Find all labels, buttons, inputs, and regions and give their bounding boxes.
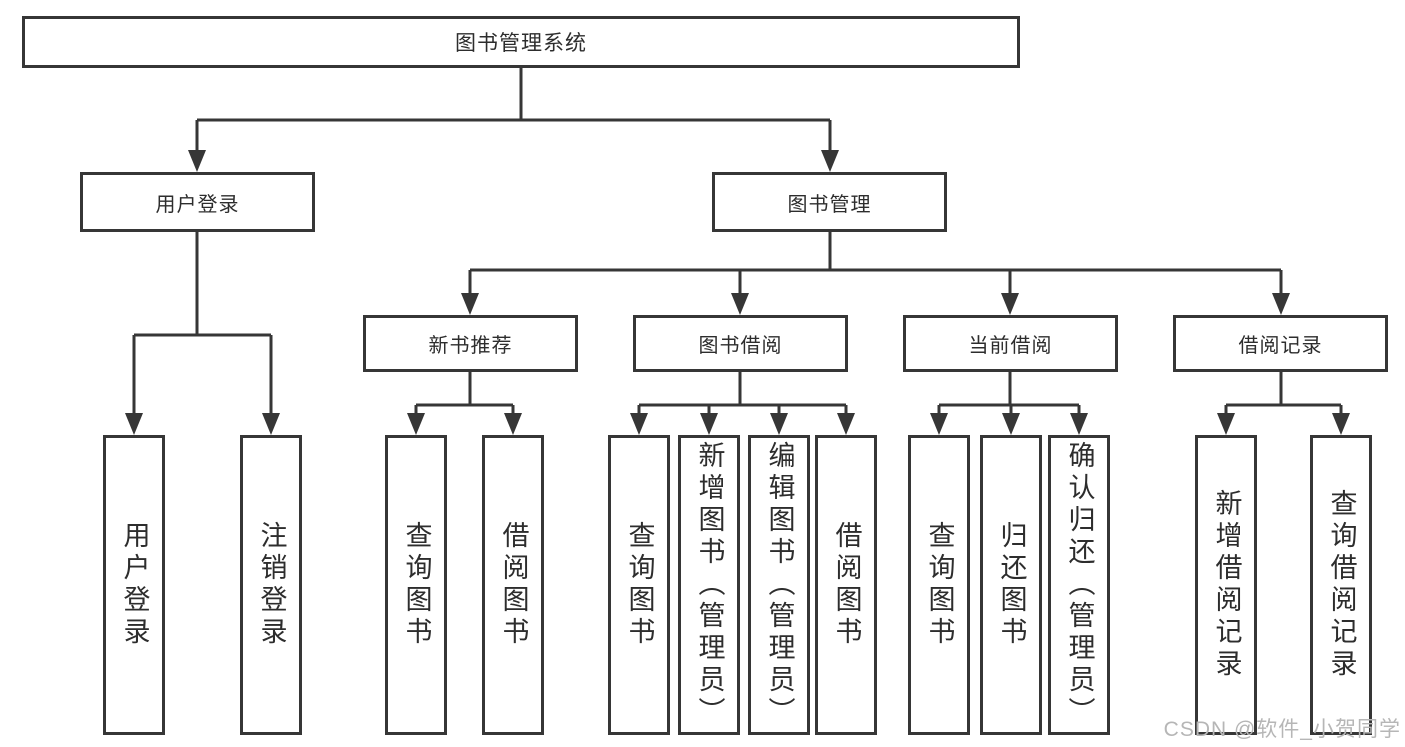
arrowheads — [125, 150, 1350, 435]
node-library-management-system: 图书管理系统 — [22, 16, 1020, 68]
leaf-label: 用户登录 — [119, 521, 150, 649]
leaf-return-books: 归还图书 — [980, 435, 1042, 735]
leaf-label: 归还图书 — [996, 521, 1027, 649]
leaf-add-books-admin: 新增图书（管理员） — [678, 435, 740, 735]
csdn-watermark: CSDN @软件_小贺同学 — [1163, 718, 1401, 741]
leaf-label: 借阅图书 — [831, 521, 862, 649]
node-book-management: 图书管理 — [712, 172, 947, 232]
leaf-borrow-books: 借阅图书 — [815, 435, 877, 735]
leaf-edit-books-admin: 编辑图书（管理员） — [748, 435, 810, 735]
leaf-query-books-current: 查询图书 — [908, 435, 970, 735]
node-borrowing-records: 借阅记录 — [1173, 315, 1388, 372]
leaf-confirm-return-admin: 确认归还（管理员） — [1048, 435, 1110, 735]
node-user-login: 用户登录 — [80, 172, 315, 232]
leaf-label: 借阅图书 — [498, 521, 529, 649]
leaf-user-login: 用户登录 — [103, 435, 165, 735]
node-new-book-recommendation: 新书推荐 — [363, 315, 578, 372]
leaf-borrow-books-recommend: 借阅图书 — [482, 435, 544, 735]
leaf-label: 查询图书 — [924, 521, 955, 649]
leaf-query-books-borrow: 查询图书 — [608, 435, 670, 735]
leaf-label: 新增借阅记录 — [1211, 489, 1242, 681]
leaf-label: 新增图书（管理员） — [694, 441, 725, 729]
leaf-label: 查询图书 — [401, 521, 432, 649]
leaf-query-borrow-record: 查询借阅记录 — [1310, 435, 1372, 735]
leaf-label: 查询借阅记录 — [1326, 489, 1357, 681]
leaf-label: 注销登录 — [256, 521, 287, 649]
node-book-borrowing: 图书借阅 — [633, 315, 848, 372]
leaf-label: 查询图书 — [624, 521, 655, 649]
leaf-query-books-recommend: 查询图书 — [385, 435, 447, 735]
leaf-logout: 注销登录 — [240, 435, 302, 735]
node-current-borrowing: 当前借阅 — [903, 315, 1118, 372]
leaf-label: 编辑图书（管理员） — [764, 441, 795, 729]
leaf-add-borrow-record: 新增借阅记录 — [1195, 435, 1257, 735]
leaf-label: 确认归还（管理员） — [1064, 441, 1095, 729]
